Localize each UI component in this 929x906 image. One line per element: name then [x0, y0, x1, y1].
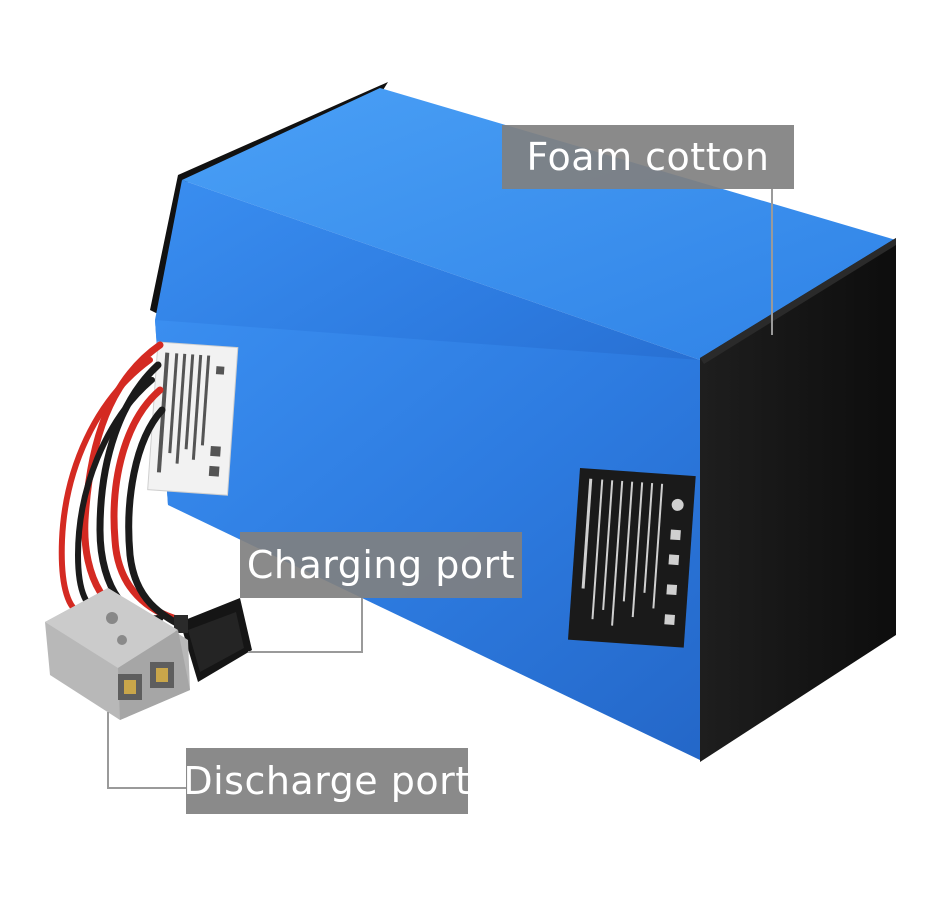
callout-leaders: [107, 189, 773, 789]
foam-cotton-end: [700, 238, 896, 762]
charging-port-callout: Charging port: [240, 532, 522, 598]
charging-port-label: Charging port: [246, 543, 516, 587]
discharge-port-connector: [45, 588, 190, 720]
foam-cotton-label: Foam cotton: [526, 135, 770, 179]
discharge-port-label: Discharge port: [183, 759, 471, 803]
battery-top-face: [182, 88, 896, 360]
attention-label: [568, 468, 696, 648]
charging-port-connector: [174, 598, 252, 682]
discharge-port-callout: Discharge port: [183, 748, 471, 814]
spec-label: [147, 341, 239, 496]
foam-cotton-callout: Foam cotton: [502, 125, 794, 189]
